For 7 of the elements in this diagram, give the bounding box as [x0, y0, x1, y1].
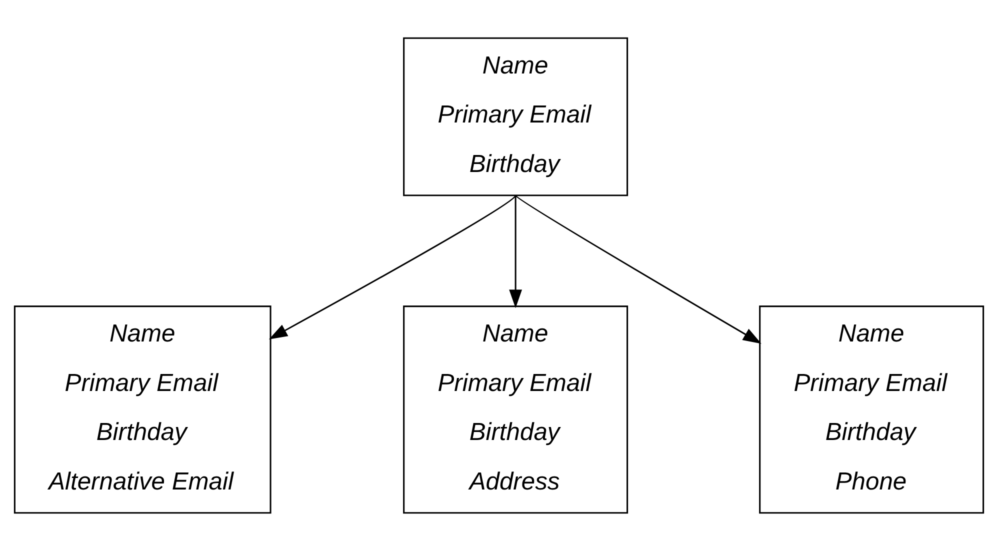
arrow: [515, 194, 762, 344]
node-box: Name Primary Email Birthday Phone: [759, 305, 984, 514]
node-box: Name Primary Email Birthday Address: [403, 305, 628, 514]
arrow: [268, 194, 516, 339]
node-box: Name Primary Email Birthday: [403, 36, 628, 196]
arrow: [509, 194, 522, 308]
node-box: Name Primary Email Birthday Alternative Email: [14, 305, 272, 514]
